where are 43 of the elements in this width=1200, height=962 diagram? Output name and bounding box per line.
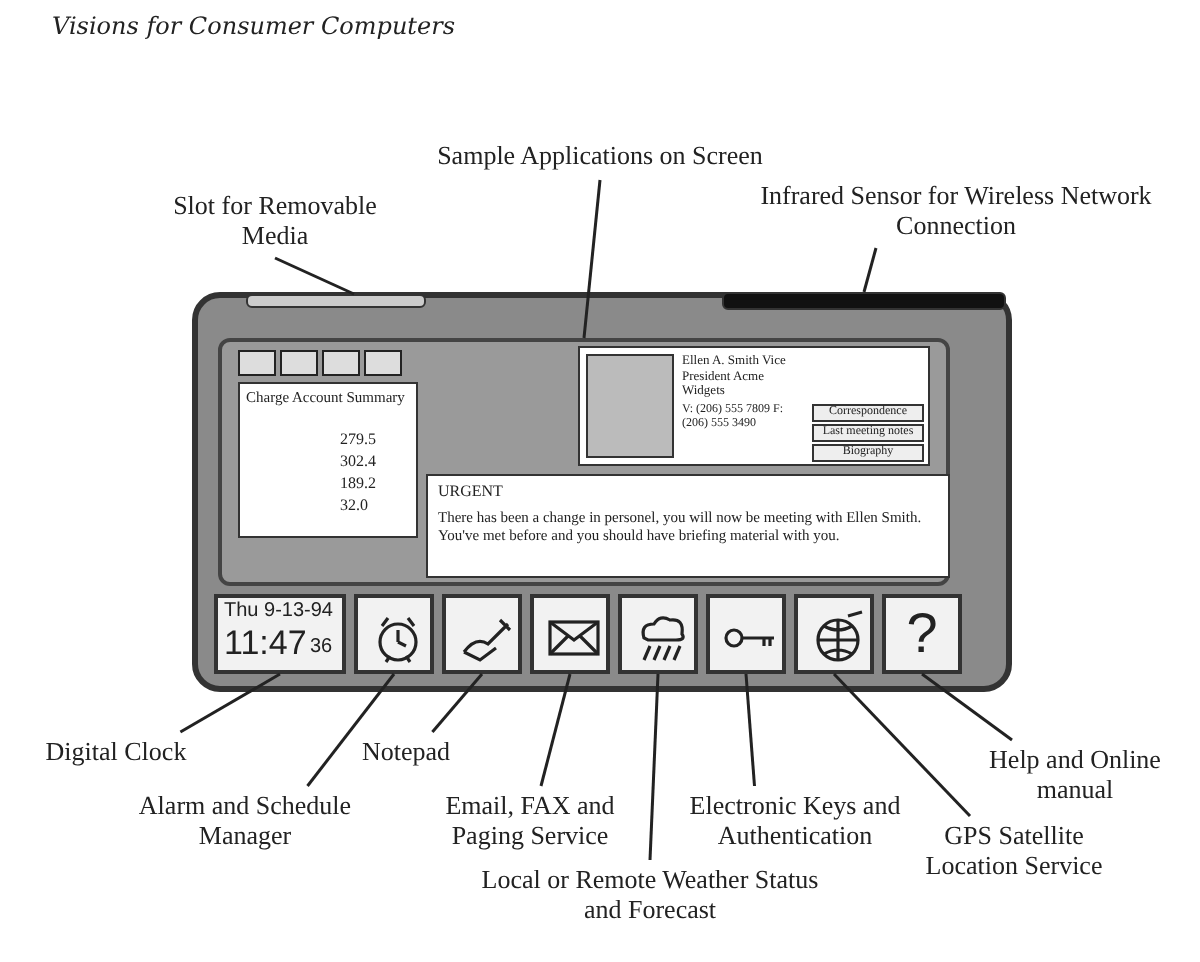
callout-label: Help and Online manual xyxy=(970,744,1180,808)
leader-line xyxy=(539,673,572,787)
page-title: Visions for Consumer Computers xyxy=(52,12,455,40)
leader-line xyxy=(431,673,484,733)
callout-label: Alarm and Schedule Manager xyxy=(120,790,370,854)
app-key xyxy=(706,594,786,674)
contact-card xyxy=(578,346,930,466)
account-window xyxy=(238,382,418,538)
callout-label: Notepad xyxy=(340,736,472,772)
clock-display xyxy=(214,594,346,674)
callout-label: Sample Applications on Screen xyxy=(400,140,800,176)
seconds-text: 36 xyxy=(310,636,333,658)
callout-label: Digital Clock xyxy=(24,736,208,772)
message-window xyxy=(426,474,950,578)
media-slot xyxy=(246,294,426,308)
leader-line xyxy=(179,672,281,734)
callout-label: Email, FAX and Paging Service xyxy=(420,790,640,854)
amount-value: 302.4 xyxy=(340,454,376,470)
display-screen xyxy=(218,338,950,586)
leader-line xyxy=(648,673,660,861)
infrared-sensor xyxy=(722,292,1006,310)
time-text: 11:47 xyxy=(224,624,307,664)
app-key xyxy=(442,594,522,674)
leader-line xyxy=(582,179,602,339)
app-key xyxy=(530,594,610,674)
leader-line xyxy=(274,256,355,296)
app-key xyxy=(794,594,874,674)
leader-line xyxy=(306,673,396,787)
app-key xyxy=(618,594,698,674)
date-text: Thu 9-13-94 xyxy=(224,600,333,622)
leader-line xyxy=(921,672,1013,742)
leader-line xyxy=(744,673,756,787)
app-key xyxy=(354,594,434,674)
callout-label: Slot for Removable Media xyxy=(160,190,390,254)
amount-value: 279.5 xyxy=(340,432,376,448)
leader-line xyxy=(832,672,972,818)
leader-line xyxy=(862,247,878,293)
amount-value: 32.0 xyxy=(340,498,368,514)
callout-label: Local or Remote Weather Status and Forecast xyxy=(480,864,820,928)
help-key: ? xyxy=(882,594,962,674)
amount-value: 189.2 xyxy=(340,476,376,492)
message-title: URGENT xyxy=(438,484,503,500)
callout-label: Infrared Sensor for Wireless Network Connection xyxy=(756,180,1156,244)
